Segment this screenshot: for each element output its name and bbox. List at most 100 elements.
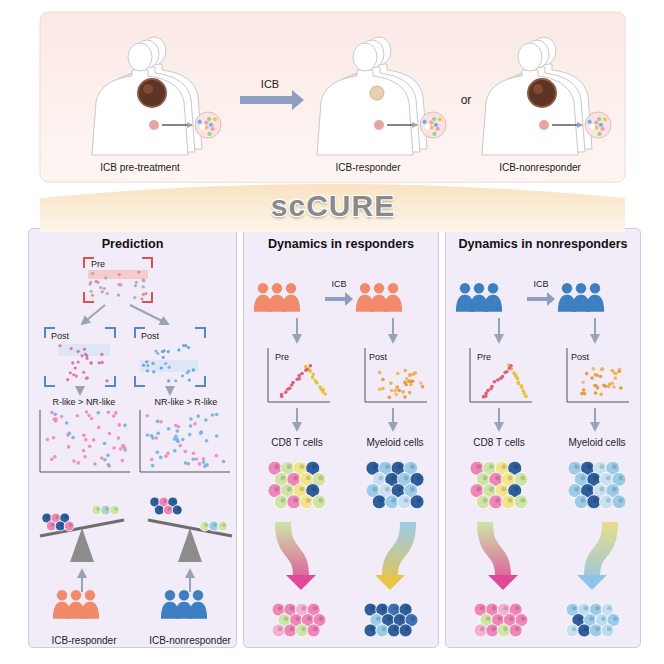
cell-nucleus — [606, 498, 611, 503]
cell-dot — [215, 434, 219, 438]
cell-nucleus — [404, 498, 409, 503]
cell-dot — [167, 427, 171, 431]
cell-dot — [94, 280, 97, 283]
cell-nucleus — [287, 464, 292, 469]
cell-dot — [186, 371, 189, 374]
cell-nucleus — [172, 499, 176, 503]
cell-dot — [82, 371, 85, 374]
cell-nucleus — [599, 464, 604, 469]
treatment-label: ICB — [331, 279, 346, 289]
cell — [364, 624, 377, 637]
cell-nucleus — [318, 476, 323, 481]
cell-dot — [82, 449, 86, 453]
cell-dot — [60, 415, 64, 419]
cell-dot — [581, 381, 585, 385]
cell-dot — [193, 422, 197, 426]
flow-arrow — [498, 408, 500, 430]
cell-nucleus — [501, 464, 506, 469]
cell-dot — [121, 459, 125, 463]
cell — [399, 624, 412, 637]
cell — [163, 505, 173, 515]
cell — [410, 495, 424, 509]
biopsy-site — [539, 120, 549, 130]
cell-nucleus — [397, 464, 402, 469]
cell-dot — [211, 413, 215, 417]
caption-label: Pre — [275, 352, 289, 362]
cell-nucleus — [397, 487, 402, 492]
trend-arrow — [283, 522, 301, 576]
cell-dot — [66, 378, 69, 381]
cell-nucleus — [509, 616, 514, 621]
trajectory-dot — [516, 377, 520, 381]
cell-dot — [181, 374, 184, 377]
cell-dot — [142, 364, 145, 367]
person-body — [384, 295, 402, 312]
tumor-shrunk — [370, 86, 384, 100]
trajectory-dot — [311, 376, 315, 380]
cell-dot — [389, 381, 393, 385]
cell-nucleus — [613, 616, 618, 621]
flow-arrow — [392, 318, 394, 342]
cell-dot — [199, 430, 203, 434]
cell-dot — [112, 414, 116, 418]
cell-dot — [396, 372, 400, 376]
cell-dot — [119, 447, 123, 451]
person-body — [586, 295, 604, 312]
cell-dot — [156, 420, 160, 424]
caption-label: ICB-responder — [51, 635, 116, 646]
cell-nucleus — [595, 606, 600, 611]
cell — [474, 624, 487, 637]
cell-dot — [585, 372, 589, 376]
cell-dot — [409, 379, 413, 383]
cell — [476, 495, 490, 509]
cell-nucleus — [382, 606, 387, 611]
cell-dot — [67, 445, 71, 449]
cell-nucleus — [55, 515, 59, 519]
cell — [486, 624, 499, 637]
cell-dot — [84, 438, 88, 442]
cell-dot — [612, 385, 616, 389]
cell-nucleus — [306, 476, 311, 481]
cell-dot — [608, 382, 612, 386]
cell-dot — [184, 344, 187, 347]
cell-nucleus — [411, 616, 416, 621]
cell-dot — [154, 436, 158, 440]
cell — [284, 624, 297, 637]
cell — [307, 624, 320, 637]
sample-cell — [422, 119, 427, 124]
cell-dot — [85, 377, 88, 380]
cell — [110, 505, 120, 515]
cell-nucleus — [514, 464, 519, 469]
cell — [154, 505, 164, 515]
cell-dot — [174, 424, 178, 428]
flow-arrow — [296, 408, 298, 430]
trajectory-dot — [288, 386, 292, 390]
cell-dot — [178, 444, 182, 448]
person-head — [474, 283, 484, 293]
cell — [312, 495, 326, 509]
cell — [578, 624, 591, 637]
sample-cell — [207, 131, 212, 136]
cell-dot — [76, 360, 79, 363]
trend-arrow — [592, 522, 610, 576]
cell-dot — [411, 373, 415, 377]
trajectory-dot — [505, 370, 509, 374]
icb-arrow — [527, 292, 555, 306]
cell-dot — [601, 367, 605, 371]
cell-dot — [405, 377, 409, 381]
cell-dot — [100, 456, 104, 460]
person-head — [374, 283, 384, 293]
cell-dot — [378, 371, 382, 375]
cell — [612, 495, 626, 509]
cell-dot — [88, 444, 92, 448]
trajectory-dot — [315, 381, 319, 385]
cell-nucleus — [370, 606, 375, 611]
plot-axes — [268, 348, 330, 402]
cell-dot — [188, 379, 191, 382]
cell — [172, 505, 182, 515]
cell-dot — [613, 376, 617, 380]
cell-dot — [89, 290, 92, 293]
plot-axes — [140, 410, 230, 472]
sample-cell — [597, 131, 602, 136]
cell-dot — [390, 389, 394, 393]
